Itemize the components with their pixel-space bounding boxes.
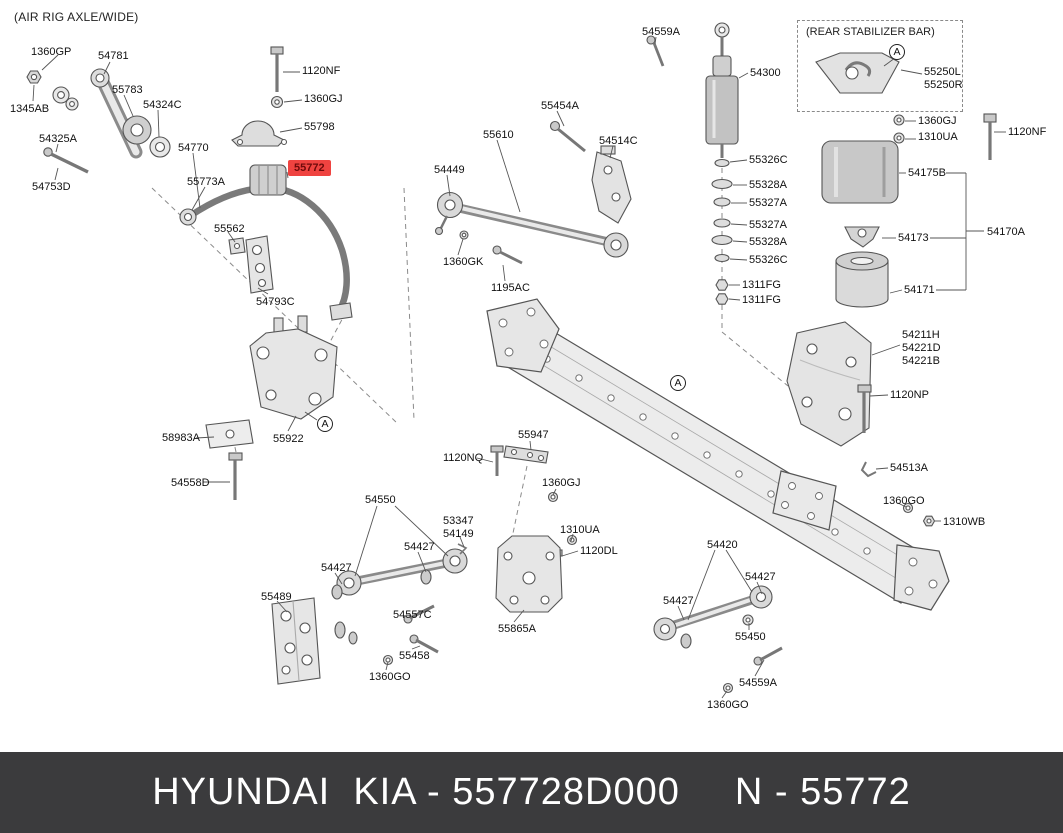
part-label: 54221D <box>902 342 941 354</box>
axle-beam <box>486 298 950 611</box>
part-label: 1360GP <box>31 46 72 58</box>
part-label: 54221B <box>902 355 940 367</box>
part-label: 55327A <box>749 197 787 209</box>
part-label: 1311FG <box>742 279 781 291</box>
part-label: 1360GO <box>707 699 749 711</box>
part-label: 54550 <box>365 494 396 506</box>
part-label: 54325A <box>39 133 77 145</box>
part-label: 55865A <box>498 623 536 635</box>
part-label: 54324C <box>143 99 182 111</box>
stabilizer-bar <box>179 46 353 321</box>
inset-title: (REAR STABILIZER BAR) <box>806 26 935 38</box>
footer-brand-part: HYUNDAI KIA - 557728D000 <box>152 771 680 813</box>
part-label: 54427 <box>404 541 435 553</box>
torque-rod-left <box>271 543 468 685</box>
leader-lines <box>32 36 1006 699</box>
inset-box <box>797 20 963 112</box>
part-label: 55328A <box>749 179 787 191</box>
part-label: 55326C <box>749 254 788 266</box>
part-label: 55922 <box>273 433 304 445</box>
group-connector-lines <box>882 172 984 294</box>
part-label: 54420 <box>707 539 738 551</box>
part-label: 1120DL <box>580 545 618 557</box>
spring-seat-bracket <box>205 315 338 500</box>
stabilizer-plate-inset <box>815 52 997 160</box>
part-label: 1360GO <box>883 495 925 507</box>
part-label: 55783 <box>112 84 143 96</box>
part-label: 55250L <box>924 66 961 78</box>
part-label: 1360GJ <box>918 115 957 127</box>
part-label: 55328A <box>749 236 787 248</box>
part-label: 54559A <box>642 26 680 38</box>
part-label: 55250R <box>924 79 963 91</box>
part-label: 54513A <box>890 462 928 474</box>
trailing-arm-upper <box>26 68 171 174</box>
part-label: 1310WB <box>943 516 986 528</box>
part-label: 1310UA <box>918 131 958 143</box>
lateral-rod-upper <box>434 120 632 265</box>
part-label: 55326C <box>749 154 788 166</box>
right-fasteners <box>860 461 936 527</box>
shock-absorber <box>646 22 739 305</box>
part-label: 54427 <box>321 562 352 574</box>
part-label-highlighted: 55772 <box>288 160 331 176</box>
part-label: 54559A <box>739 677 777 689</box>
part-label: 1360GO <box>369 671 411 683</box>
part-label: 1310UA <box>560 524 600 536</box>
part-label: 54149 <box>443 528 474 540</box>
torque-rod-right <box>653 585 783 694</box>
part-label: 1345AB <box>10 103 50 115</box>
page-note: (AIR RIG AXLE/WIDE) <box>14 10 139 24</box>
footer-bar: HYUNDAI KIA - 557728D000 N - 55772 <box>0 752 1063 833</box>
part-label: 54449 <box>434 164 465 176</box>
part-label: 54173 <box>898 232 929 244</box>
part-label: 55458 <box>399 650 430 662</box>
part-label: 54300 <box>750 67 781 79</box>
part-label: 54427 <box>663 595 694 607</box>
part-label: 54557C <box>393 609 432 621</box>
part-label: 55562 <box>214 223 245 235</box>
part-label: 1311FG <box>742 294 781 306</box>
part-label: 55454A <box>541 100 579 112</box>
part-label: 1195AC <box>491 282 530 294</box>
part-label: 54514C <box>599 135 638 147</box>
part-label: 54170A <box>987 226 1025 238</box>
part-label: 54793C <box>256 296 295 308</box>
part-label: 55450 <box>735 631 766 643</box>
part-label: 54427 <box>745 571 776 583</box>
section-marker: A <box>889 44 905 60</box>
part-label: 53347 <box>443 515 474 527</box>
part-label: 54781 <box>98 50 129 62</box>
section-marker: A <box>670 375 686 391</box>
footer-part-ref: N - 55772 <box>734 771 911 813</box>
part-label: 55327A <box>749 219 787 231</box>
air-spring-assembly <box>786 140 899 447</box>
part-label: 1360GJ <box>542 477 581 489</box>
part-label: 55489 <box>261 591 292 603</box>
part-label: 54753D <box>32 181 71 193</box>
part-label: 55610 <box>483 129 514 141</box>
part-label: 55947 <box>518 429 549 441</box>
part-label: 1120NQ <box>443 452 484 464</box>
part-label: 1120NF <box>1008 126 1047 138</box>
part-label: 54175B <box>908 167 946 179</box>
part-label: 54558D <box>171 477 210 489</box>
part-label: 54770 <box>178 142 209 154</box>
part-label: 55773A <box>187 176 225 188</box>
part-label: 55798 <box>304 121 335 133</box>
part-label: 1120NP <box>890 389 929 401</box>
center-bracket <box>490 445 578 613</box>
part-label: 58983A <box>162 432 200 444</box>
part-label: 54171 <box>904 284 935 296</box>
section-marker: A <box>317 416 333 432</box>
part-label: 54211H <box>902 329 940 341</box>
part-label: 1120NF <box>302 65 341 77</box>
part-label: 1360GK <box>443 256 484 268</box>
part-label: 1360GJ <box>304 93 343 105</box>
construction-lines <box>151 150 789 539</box>
